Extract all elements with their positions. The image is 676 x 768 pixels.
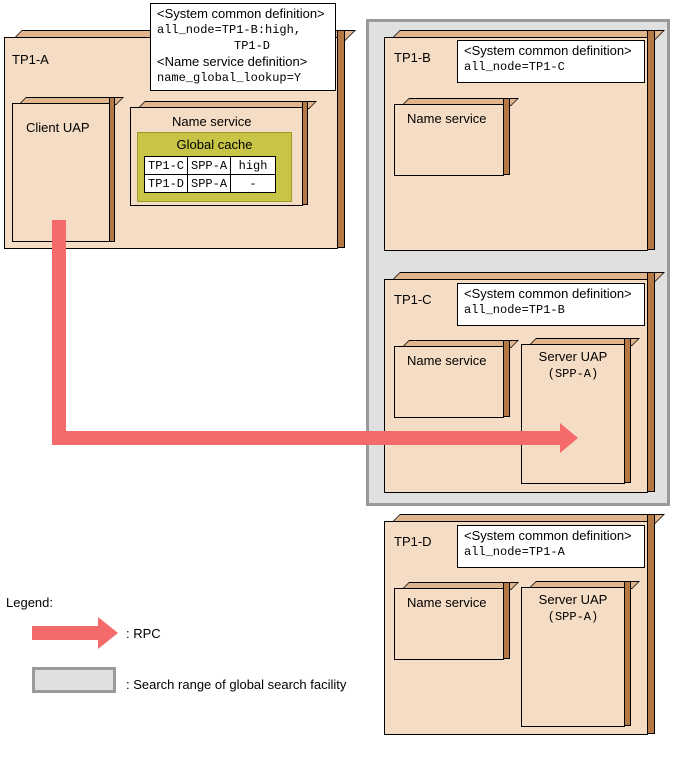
tp1-a-definitions: <System common definition> all_node=TP1-…	[150, 3, 336, 91]
node-tp1-b-label: TP1-B	[394, 50, 431, 65]
server-uap-tp1-d-spp: (SPP-A)	[547, 610, 599, 624]
rpc-arrow-shape	[52, 220, 578, 453]
legend-title: Legend:	[6, 595, 53, 610]
client-uap-label: Client UAP	[26, 120, 90, 135]
name-service-tp1-b-label: Name service	[407, 111, 487, 126]
system-common-definition-value-cont: TP1-D	[234, 39, 271, 53]
system-common-definition-value: all_node=TP1-B	[464, 303, 565, 317]
server-uap-tp1-c-spp: (SPP-A)	[547, 367, 599, 381]
cache-cell: TP1-D	[143, 174, 189, 193]
name-service-definition-title: <Name service definition>	[157, 54, 308, 69]
cache-cell: -	[230, 174, 277, 193]
server-uap-tp1-d-label: Server UAP	[538, 592, 608, 607]
tp1-d-definitions: <System common definition> all_node=TP1-…	[457, 525, 645, 568]
cache-cell: TP1-C	[143, 156, 189, 175]
global-cache-table: TP1-C SPP-A high TP1-D SPP-A -	[143, 156, 277, 193]
name-service-tp1-d-label: Name service	[407, 595, 487, 610]
tp1-c-definitions: <System common definition> all_node=TP1-…	[457, 283, 645, 326]
node-tp1-d-label: TP1-D	[394, 534, 432, 549]
system-common-definition-title: <System common definition>	[464, 528, 632, 543]
name-service-tp1-c-label: Name service	[407, 353, 487, 368]
legend-search-range-label: : Search range of global search facility	[126, 677, 347, 692]
cache-cell: SPP-A	[187, 174, 232, 193]
system-common-definition-value: all_node=TP1-C	[464, 60, 565, 74]
legend-rpc-arrow-icon	[32, 617, 118, 649]
global-cache: Global cache TP1-C SPP-A high TP1-D SPP-…	[137, 132, 292, 202]
system-common-definition-title: <System common definition>	[464, 286, 632, 301]
system-common-definition-value: all_node=TP1-B:high,	[157, 23, 302, 37]
server-uap-tp1-c-label: Server UAP	[538, 349, 608, 364]
name-service-tp1-a-label: Name service	[172, 114, 252, 129]
node-tp1-c-label: TP1-C	[394, 292, 432, 307]
system-common-definition-value: all_node=TP1-A	[464, 545, 565, 559]
node-tp1-a-label: TP1-A	[12, 52, 49, 67]
legend-rpc-label: : RPC	[126, 626, 161, 641]
cache-cell: SPP-A	[187, 156, 232, 175]
system-common-definition-title: <System common definition>	[464, 43, 632, 58]
legend-search-range-swatch	[32, 667, 116, 693]
global-cache-title: Global cache	[176, 137, 253, 152]
table-row: TP1-D SPP-A -	[143, 174, 277, 193]
name-service-definition-value: name_global_lookup=Y	[157, 71, 302, 85]
system-common-definition-title: <System common definition>	[157, 6, 325, 21]
tp1-b-definitions: <System common definition> all_node=TP1-…	[457, 40, 645, 83]
table-row: TP1-C SPP-A high	[143, 156, 277, 175]
